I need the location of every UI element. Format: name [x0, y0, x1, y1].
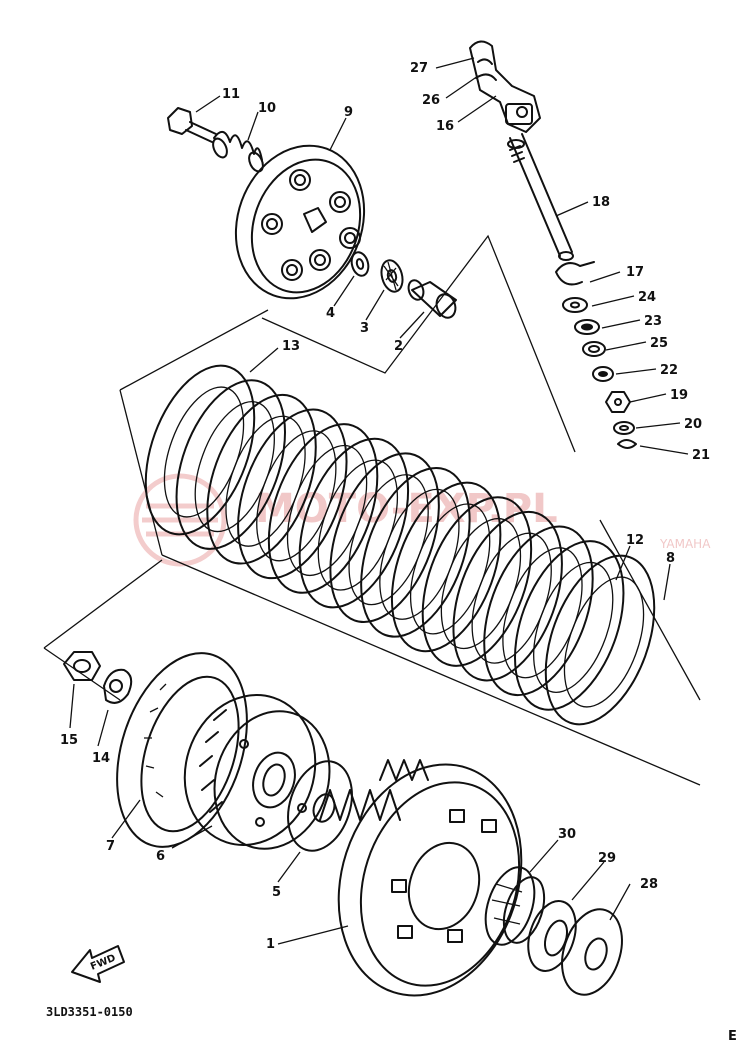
clutch-plate — [390, 481, 502, 653]
callout-13: 13 — [282, 339, 300, 354]
clutch-plate — [544, 554, 656, 726]
watermark-logo — [133, 473, 227, 567]
callout-30: 30 — [558, 827, 576, 842]
clutch-plate — [329, 452, 440, 623]
callout-24: 24 — [638, 290, 656, 305]
clutch-plate — [175, 379, 286, 550]
callout-15: 15 — [60, 733, 78, 748]
callout-18: 18 — [592, 195, 610, 210]
push-rod — [507, 133, 574, 261]
callout-6: 6 — [156, 849, 165, 864]
clutch-plate-inner — [563, 576, 645, 708]
callout-12: 12 — [626, 533, 644, 548]
callout-28: 28 — [640, 877, 658, 892]
callout-20: 20 — [684, 417, 702, 432]
clutch-plate — [483, 525, 594, 697]
clutch-plate — [144, 364, 256, 536]
callout-22: 22 — [660, 363, 678, 378]
clutch-housing — [319, 759, 523, 997]
bolt-and-spring — [167, 107, 264, 173]
clutch-plate — [360, 467, 471, 638]
pressure-plate-outline — [261, 234, 576, 453]
callout-8: 8 — [666, 551, 675, 566]
callout-26: 26 — [422, 93, 440, 108]
push-lever-assembly — [469, 40, 541, 133]
callout-4: 4 — [326, 306, 335, 321]
callout-17: 17 — [626, 265, 644, 280]
clutch-boss — [183, 694, 331, 850]
callout-23: 23 — [644, 314, 662, 329]
plate-7 — [116, 652, 248, 848]
nut-and-lockwasher — [63, 651, 133, 704]
watermark: MOTO-EXP.PL YAMAHA — [133, 473, 711, 567]
callout-labels: 27 26 16 11 10 9 18 17 24 23 25 22 19 20… — [60, 61, 710, 952]
callout-9: 9 — [344, 105, 353, 120]
shaft-small-parts — [555, 261, 637, 449]
callout-29: 29 — [598, 851, 616, 866]
hub-outline — [43, 559, 163, 701]
housing-bearing-parts — [484, 866, 623, 996]
clutch-plate — [206, 393, 317, 565]
callout-27: 27 — [410, 61, 428, 76]
callout-21: 21 — [692, 448, 710, 463]
clutch-plate-pack — [144, 364, 656, 726]
corner-mark: E — [728, 1029, 737, 1040]
fwd-arrow: FWD — [71, 945, 125, 983]
clutch-plate — [237, 408, 348, 580]
callout-14: 14 — [92, 751, 110, 766]
clutch-plate — [452, 510, 563, 682]
pressure-plate — [234, 144, 366, 300]
clutch-plate — [298, 437, 410, 609]
clutch-plate — [267, 423, 379, 594]
callout-5: 5 — [272, 885, 281, 900]
callout-10: 10 — [258, 101, 276, 116]
callout-2: 2 — [394, 339, 403, 354]
plate-pack-outline — [119, 309, 701, 786]
callout-1: 1 — [266, 937, 275, 952]
callout-3: 3 — [360, 321, 369, 336]
diagram-code: 3LD3351-0150 — [46, 1005, 133, 1019]
callout-7: 7 — [106, 839, 115, 854]
fwd-arrow-icon — [71, 945, 125, 983]
callout-16: 16 — [436, 119, 454, 134]
fwd-label: FWD — [89, 953, 117, 973]
callout-19: 19 — [670, 388, 688, 403]
washer-bearing-rod — [350, 251, 457, 319]
clutch-plate — [514, 540, 625, 711]
callout-25: 25 — [650, 336, 668, 351]
watermark-subtext: YAMAHA — [659, 537, 711, 551]
clutch-plate — [421, 496, 533, 667]
leader-lines — [69, 57, 689, 945]
callout-11: 11 — [222, 87, 240, 102]
